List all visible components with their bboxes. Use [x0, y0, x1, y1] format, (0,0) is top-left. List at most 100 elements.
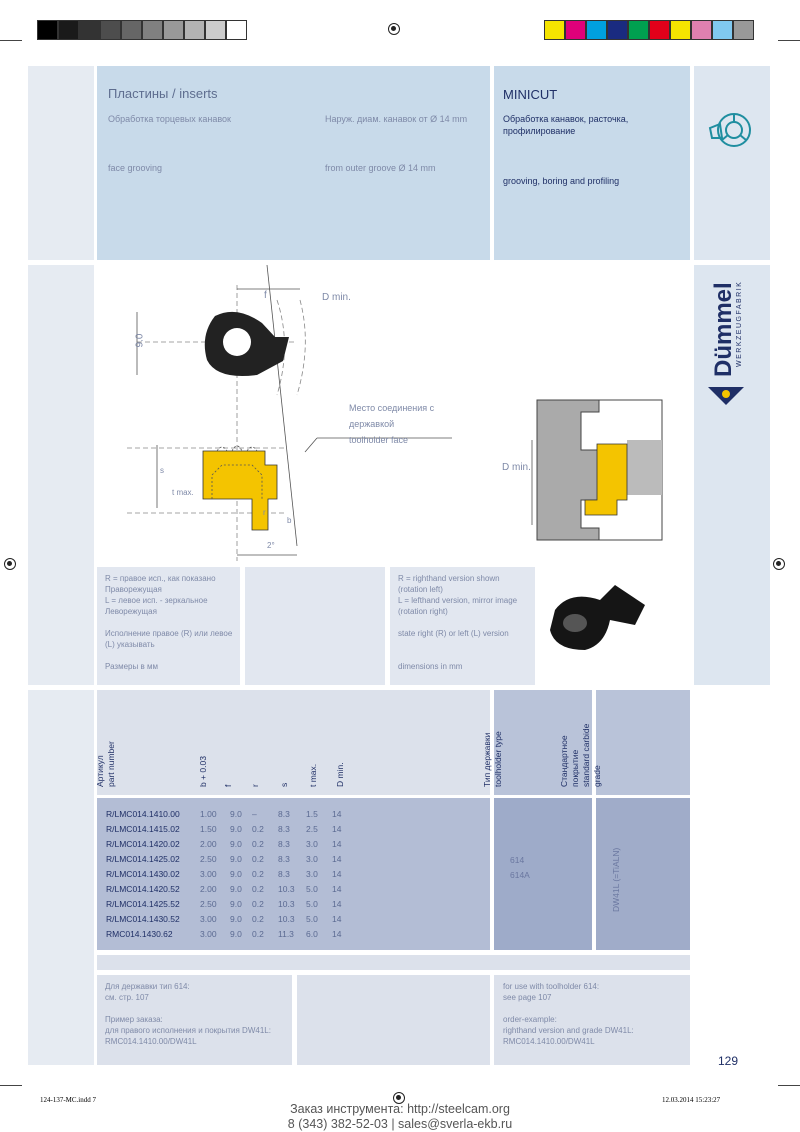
value-cell: 1.50 [200, 823, 217, 834]
contact-info: Заказ инструмента: http://steelcam.org 8… [0, 1102, 800, 1132]
value-cell: 9.0 [230, 913, 242, 924]
note-line [105, 650, 240, 661]
note-line: R = righthand version shown [398, 574, 500, 583]
value-cell: 14 [332, 913, 342, 924]
note-line: (rotation right) [398, 607, 448, 616]
gray-swatch [79, 20, 100, 40]
note-line [398, 639, 517, 650]
contact-phone-email[interactable]: 8 (343) 382-52-03 | sales@sverla-ekb.ru [287, 1117, 513, 1131]
part-number-cell: R/LMC014.1430.02 [106, 868, 180, 879]
part-number-cell: R/LMC014.1430.52 [106, 913, 180, 924]
value-cell: 9.0 [230, 808, 242, 819]
color-swatch [733, 20, 754, 40]
note-line: Размеры в мм [105, 662, 158, 671]
note-line: for use with toolholder 614: [503, 982, 600, 991]
value-cell: 0.2 [252, 913, 264, 924]
product-panel: MINICUT Обработка канавок, расточка, про… [494, 66, 690, 260]
range-en: from outer groove Ø 14 mm [325, 163, 436, 173]
face-ru: Место соединения с державкой [349, 403, 435, 429]
value-cell: 0.2 [252, 898, 264, 909]
note-line: см. стр. 107 [105, 993, 149, 1002]
value-cell: 2.50 [200, 853, 217, 864]
part-number-cell: R/LMC014.1410.00 [106, 808, 180, 819]
product-desc-en: grooving, boring and profiling [503, 176, 620, 186]
col-f: f [223, 784, 233, 787]
color-swatch [712, 20, 733, 40]
value-cell: 9.0 [230, 853, 242, 864]
note-line: RMC014.1410.00/DW41L [105, 1037, 197, 1046]
dim-dmin-section: D min. [502, 462, 531, 473]
note-line: RMC014.1410.00/DW41L [503, 1037, 595, 1046]
insert-photo [550, 585, 645, 650]
note-line [398, 617, 517, 628]
note-line: Леворежущая [105, 607, 157, 616]
value-cell: 14 [332, 808, 342, 819]
col-dmin: D min. [335, 762, 345, 787]
value-cell: 2.00 [200, 838, 217, 849]
product-name: MINICUT [503, 87, 558, 102]
value-cell: 0.2 [252, 928, 264, 939]
registration-mark-icon [4, 558, 16, 570]
part-number-cell: RMC014.1430.62 [106, 928, 173, 939]
value-cell: 2.00 [200, 883, 217, 894]
value-cell: 0.2 [252, 838, 264, 849]
crop-mark [778, 40, 800, 41]
value-cell: 8.3 [278, 823, 290, 834]
operation-en: face grooving [108, 163, 163, 173]
brand-sub: WERKZEUGFABRIK [736, 280, 743, 367]
color-swatch [544, 20, 565, 40]
brand-logo-icon [708, 387, 744, 405]
color-swatch [586, 20, 607, 40]
dim-angle: 2° [267, 541, 275, 550]
value-cell: 0.2 [252, 823, 264, 834]
face-en: toolholder face [349, 435, 409, 445]
value-cell: 10.3 [278, 883, 295, 894]
product-desc-ru: Обработка канавок, расточка, профилирова… [503, 114, 629, 136]
color-swatch [649, 20, 670, 40]
contact-order-link[interactable]: Заказ инструмента: http://steelcam.org [290, 1102, 510, 1116]
value-cell: 1.00 [200, 808, 217, 819]
value-cell: 8.3 [278, 808, 290, 819]
slug-file: 124-137-MC.indd 7 [40, 1096, 96, 1104]
col-s: s [279, 782, 289, 787]
grade-cell: DW41L (=TiALN) [596, 798, 690, 950]
note-line: see page 107 [503, 993, 552, 1002]
operation-ru: Обработка торцевых канавок [108, 114, 231, 124]
footer-notes-en: for use with toolholder 614: see page 107… [494, 975, 690, 1065]
gray-swatch [226, 20, 247, 40]
note-line [105, 1003, 271, 1014]
value-cell: 10.3 [278, 913, 295, 924]
left-gutter [28, 265, 94, 685]
note-line: для правого исполнения и покрытия DW41L: [105, 1026, 271, 1035]
gray-swatch [100, 20, 121, 40]
note-line [398, 650, 517, 661]
grade-value: DW41L (=TiALN) [611, 847, 621, 912]
value-cell: 8.3 [278, 868, 290, 879]
crop-mark [0, 1085, 22, 1086]
part-number-cell: R/LMC014.1415.02 [106, 823, 180, 834]
toolholder-face-label: Место соединения с державкой toolholder f… [349, 400, 459, 448]
color-swatch [628, 20, 649, 40]
value-cell: 3.00 [200, 913, 217, 924]
dim-s: s [160, 466, 164, 475]
part-number-cell: R/LMC014.1420.02 [106, 838, 180, 849]
value-cell: 5.0 [306, 898, 318, 909]
value-cell: 14 [332, 838, 342, 849]
col-b: b + 0.03 [198, 756, 208, 787]
note-line: (rotation left) [398, 585, 443, 594]
dim-height: 9.0 [134, 333, 146, 348]
value-cell: 2.5 [306, 823, 318, 834]
note-line: Для державки тип 614: [105, 982, 190, 991]
